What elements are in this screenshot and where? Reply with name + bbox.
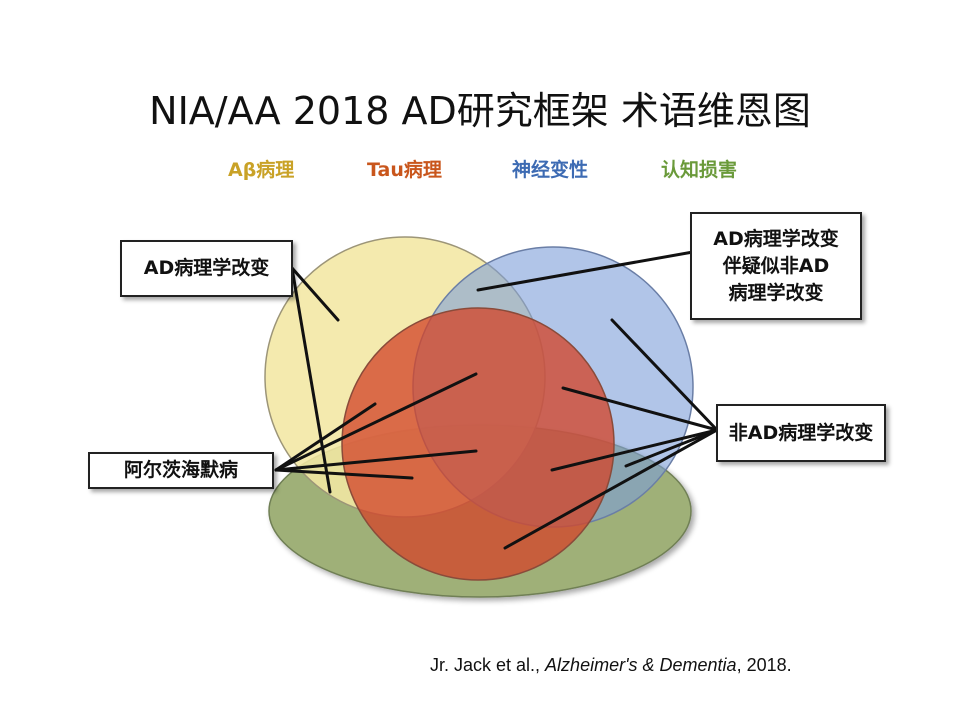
- label-non-ad-pathologic-change: 非AD病理学改变: [728, 421, 874, 444]
- label-box-alzheimers-disease: 阿尔茨海默病: [88, 452, 274, 489]
- citation-year: , 2018.: [736, 655, 792, 675]
- label-ad-pathologic-change: AD病理学改变: [143, 257, 270, 279]
- citation: Jr. Jack et al., Alzheimer's & Dementia,…: [430, 655, 792, 676]
- connector-line: [624, 428, 719, 468]
- label-box-ad-pathologic-change: AD病理学改变: [120, 240, 293, 297]
- label-box-ad-with-suspected-non-ad: AD病理学改变 伴疑似非AD 病理学改变: [690, 212, 862, 320]
- label-alzheimers-disease: 阿尔茨海默病: [123, 459, 238, 481]
- connector-line: [476, 250, 695, 292]
- label-line-2: 伴疑似非AD: [722, 254, 830, 277]
- legend-abeta: Aβ病理: [228, 159, 295, 181]
- legend-cognitive-impairment: 认知损害: [661, 159, 738, 181]
- connector-line: [503, 428, 719, 550]
- legend-neurodegeneration: 神经变性: [512, 159, 589, 181]
- citation-journal: Alzheimer's & Dementia: [545, 655, 737, 675]
- connector-line: [274, 372, 478, 472]
- label-box-non-ad-pathologic-change: 非AD病理学改变: [716, 404, 886, 462]
- connector-line: [550, 428, 719, 472]
- connector-line: [290, 266, 332, 494]
- connector-line: [290, 266, 340, 322]
- legend-tau: Tau病理: [367, 159, 442, 181]
- page-title: NIA/AA 2018 AD研究框架 术语维恩图: [149, 89, 811, 133]
- tau-circle: [341, 307, 615, 581]
- citation-authors: Jr. Jack et al.,: [430, 655, 546, 675]
- connector-line: [561, 386, 719, 432]
- label-line-1: AD病理学改变: [713, 227, 839, 250]
- connector-line: [274, 449, 478, 472]
- connector-line: [610, 318, 719, 432]
- label-line-3: 病理学改变: [728, 281, 824, 304]
- connector-line: [274, 468, 414, 480]
- connector-line: [274, 402, 377, 472]
